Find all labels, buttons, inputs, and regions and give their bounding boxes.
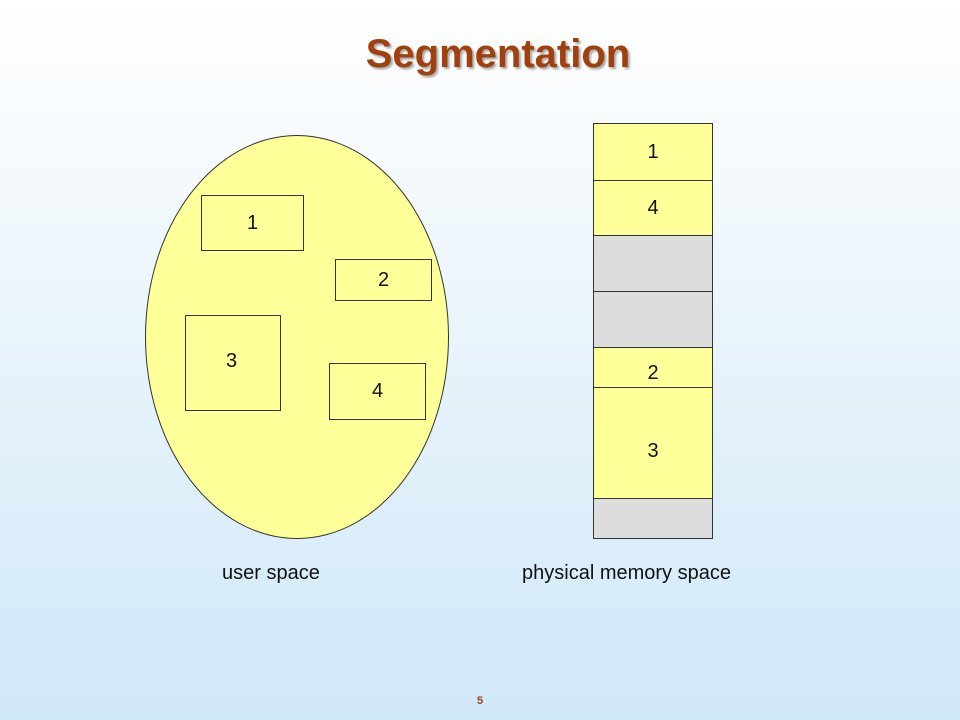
user-segment-1: 1: [201, 195, 304, 251]
user-space-caption: user space: [222, 562, 320, 584]
user-segment-3: 3: [185, 315, 281, 411]
memory-block-segment-1: 1: [593, 123, 713, 181]
page-number: 5: [476, 695, 484, 707]
physical-memory-caption: physical memory space: [522, 562, 731, 584]
memory-block-free-3: [593, 498, 713, 539]
memory-block-free-2: [593, 291, 713, 348]
memory-block-free-1: [593, 235, 713, 292]
slide-title: Segmentation: [365, 32, 631, 76]
memory-block-segment-3: 3: [593, 387, 713, 499]
user-segment-2: 2: [335, 259, 432, 301]
memory-block-segment-4: 4: [593, 180, 713, 236]
user-segment-4: 4: [329, 363, 426, 420]
memory-block-segment-2: 2: [593, 347, 713, 388]
